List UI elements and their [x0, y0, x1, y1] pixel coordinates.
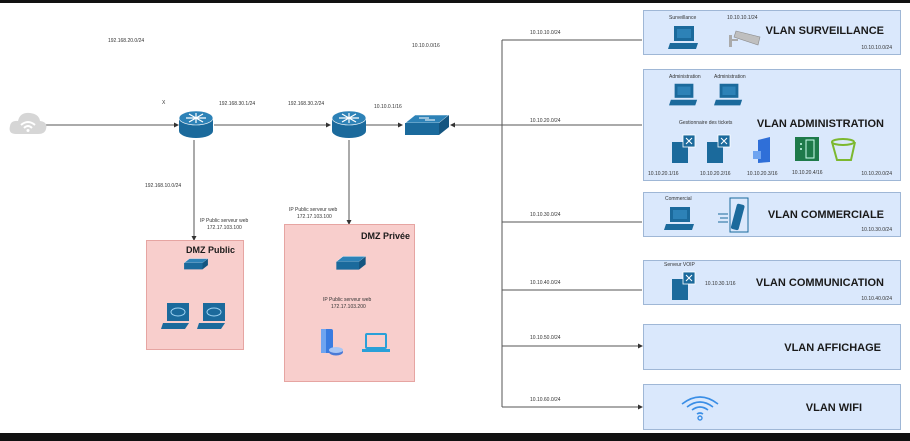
ticket-manager-label: Gestionnaire des tickets	[679, 120, 733, 126]
vlan-title: VLAN AFFICHAGE	[784, 342, 881, 354]
bucket-icon[interactable]	[829, 136, 857, 162]
vlan-link-label: 10.10.40.0/24	[530, 280, 561, 286]
vlan-communication[interactable]: Serveur VOIP 10.10.30.1/16 VLAN COMMUNIC…	[643, 260, 901, 305]
vlan-commerciale[interactable]: Commercial VLAN COMMERCIALE 10.10.30.0/2…	[643, 192, 901, 237]
switch-icon[interactable]	[335, 255, 367, 271]
vlan-title: VLAN SURVEILLANCE	[765, 25, 884, 37]
dmz-public-title: DMZ Public	[186, 245, 235, 255]
vlan-link-label: 10.10.30.0/24	[530, 212, 561, 218]
vlan-affichage[interactable]: VLAN AFFICHAGE	[643, 324, 901, 370]
camera-ip-label: 10.10.10.1/24	[727, 15, 758, 21]
top-border	[0, 0, 910, 3]
vlan-link-label: 10.10.20.0/24	[530, 118, 561, 124]
wifi-icon	[681, 396, 719, 421]
x-mark-label: X	[162, 100, 166, 106]
ip-label: 10.10.20.3/16	[747, 171, 778, 177]
device-label: Surveillance	[669, 15, 697, 21]
server-icon[interactable]	[671, 134, 697, 164]
cloud-wifi-icon	[9, 112, 47, 134]
security-camera-icon[interactable]	[728, 25, 762, 49]
dmz-priv-web-label: IP Public serveur web	[289, 207, 338, 213]
workstation-icon[interactable]	[161, 301, 193, 331]
voip-ip-label: 10.10.30.1/16	[705, 281, 736, 287]
dmz-pub-net-label: 192.168.10.0/24	[145, 183, 182, 189]
dmz-priv-inner-label: IP Public serveur web	[323, 297, 372, 303]
device-label: Administration	[669, 74, 701, 80]
vlan-title: VLAN ADMINISTRATION	[756, 118, 884, 130]
vlan-title: VLAN COMMERCIALE	[767, 209, 884, 221]
rack-icon[interactable]	[794, 136, 820, 162]
r1-ip-label: 192.168.30.1/24	[219, 101, 256, 107]
dmz-private-zone: DMZ Privée IP Public serveur web 172.17.…	[284, 224, 415, 382]
router-icon[interactable]	[178, 109, 214, 139]
router-icon[interactable]	[331, 109, 367, 139]
workstation-icon[interactable]	[668, 25, 700, 51]
vlan-net-label: 10.10.20.0/24	[861, 171, 892, 177]
r2-ip-label: 192.168.30.2/24	[288, 101, 325, 107]
mobile-phone-icon[interactable]	[716, 196, 752, 236]
vlan-surveillance[interactable]: Surveillance 10.10.10.1/24 VLAN SURVEILL…	[643, 10, 901, 55]
vlan-link-label: 10.10.10.0/24	[530, 30, 561, 36]
laptop-icon[interactable]	[361, 333, 391, 353]
ip-label: 10.10.20.2/16	[700, 171, 731, 177]
ip-label: 10.10.20.1/16	[648, 171, 679, 177]
vlan-title: VLAN WIFI	[805, 402, 862, 414]
storage-server-icon[interactable]	[750, 136, 774, 164]
device-label: Commercial	[665, 196, 692, 202]
ip-label: 10.10.20.4/16	[792, 170, 823, 176]
vlan-link-label: 10.10.50.0/24	[530, 335, 561, 341]
device-label: Serveur VOIP	[664, 262, 695, 268]
dmz-priv-inner-ip: 172.17.103.200	[331, 304, 366, 310]
core-ip-label: 10.10.0.1/16	[374, 104, 402, 110]
workstation-icon[interactable]	[669, 82, 699, 108]
server-database-icon[interactable]	[318, 327, 344, 357]
vlan-administration[interactable]: Administration Administration Gestionnai…	[643, 69, 901, 181]
vlan-net-label: 10.10.10.0/24	[861, 45, 892, 51]
dmz-pub-web-label: IP Public serveur web	[200, 218, 249, 224]
server-icon[interactable]	[706, 134, 732, 164]
dmz-pub-web-ip: 172.17.103.100	[207, 225, 242, 231]
switch-icon[interactable]	[183, 257, 209, 271]
vlan-title: VLAN COMMUNICATION	[755, 277, 884, 289]
voip-server-icon[interactable]	[671, 269, 697, 303]
vlan-link-label: 10.10.60.0/24	[530, 397, 561, 403]
lan-net-label: 10.10.0.0/16	[412, 43, 440, 49]
workstation-icon[interactable]	[664, 206, 696, 232]
wan-net-label: 192.168.20.0/24	[108, 38, 145, 44]
vlan-wifi[interactable]: VLAN WIFI	[643, 384, 901, 430]
dmz-private-title: DMZ Privée	[360, 231, 410, 241]
bottom-border	[0, 433, 910, 441]
vlan-net-label: 10.10.40.0/24	[861, 296, 892, 302]
dmz-public-zone: DMZ Public	[146, 240, 244, 350]
vlan-net-label: 10.10.30.0/24	[861, 227, 892, 233]
dmz-priv-web-ip: 172.17.103.100	[297, 214, 332, 220]
workstation-icon[interactable]	[197, 301, 229, 331]
workstation-icon[interactable]	[714, 82, 744, 108]
device-label: Administration	[714, 74, 746, 80]
switch-icon[interactable]	[403, 113, 451, 137]
